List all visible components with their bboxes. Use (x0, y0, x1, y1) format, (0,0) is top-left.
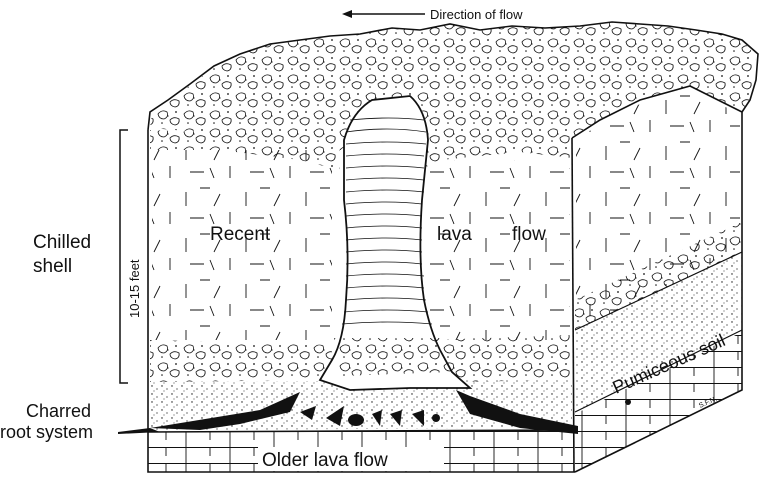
recent-label: Recent (210, 224, 271, 245)
front-lower-rubble-band (150, 340, 340, 382)
charred-root-label-2: root system (0, 422, 93, 442)
flow-direction-arrow (342, 10, 425, 18)
chilled-shell-label-1: Chilled (33, 232, 91, 253)
recent-lava-cracks-left (152, 150, 332, 340)
lava-label: lava (437, 224, 472, 245)
chilled-shell-label-2: shell (33, 256, 72, 277)
recent-lava-cracks-right (428, 160, 570, 340)
older-lava-flow-label: Older lava flow (262, 450, 388, 471)
height-scale-label: 10-15 feet (127, 259, 142, 318)
height-scale-bracket (120, 130, 128, 383)
flow-label: flow (512, 224, 546, 245)
direction-of-flow-label: Direction of flow (430, 7, 523, 22)
charred-root-label-1: Charred (26, 401, 91, 421)
